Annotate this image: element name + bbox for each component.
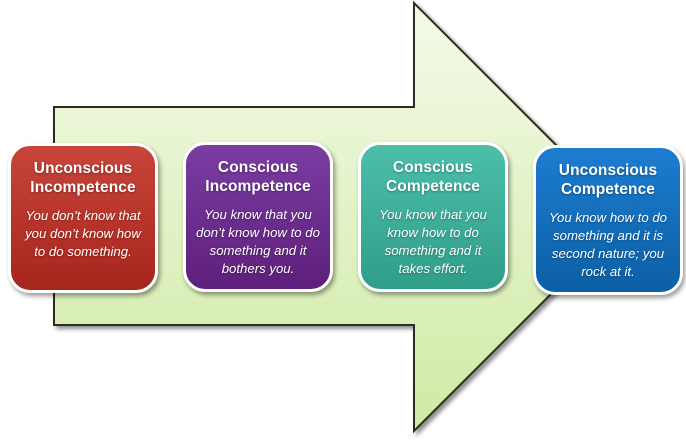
stage-box-unconscious-incompetence: Unconscious Incompetence You don’t know … — [8, 143, 158, 293]
stage-description: You know that you don’t know how to do s… — [196, 207, 320, 276]
stage-box-unconscious-competence: Unconscious Competence You know how to d… — [533, 145, 683, 295]
stage-title: Conscious Incompetence — [205, 159, 311, 195]
stage-box-conscious-incompetence: Conscious Incompetence You know that you… — [183, 142, 333, 292]
stage-description: You don’t know that you don’t know how t… — [25, 208, 141, 259]
stage-box-conscious-competence: Conscious Competence You know that you k… — [358, 142, 508, 292]
right-arrow-shape — [53, 0, 630, 434]
stage-title: Unconscious Competence — [558, 162, 658, 198]
stage-description: You know that you know how to do somethi… — [379, 207, 487, 276]
stage-title: Conscious Competence — [385, 159, 481, 195]
stage-title: Unconscious Incompetence — [30, 160, 136, 196]
stage-description: You know how to do something and it is s… — [548, 210, 668, 279]
